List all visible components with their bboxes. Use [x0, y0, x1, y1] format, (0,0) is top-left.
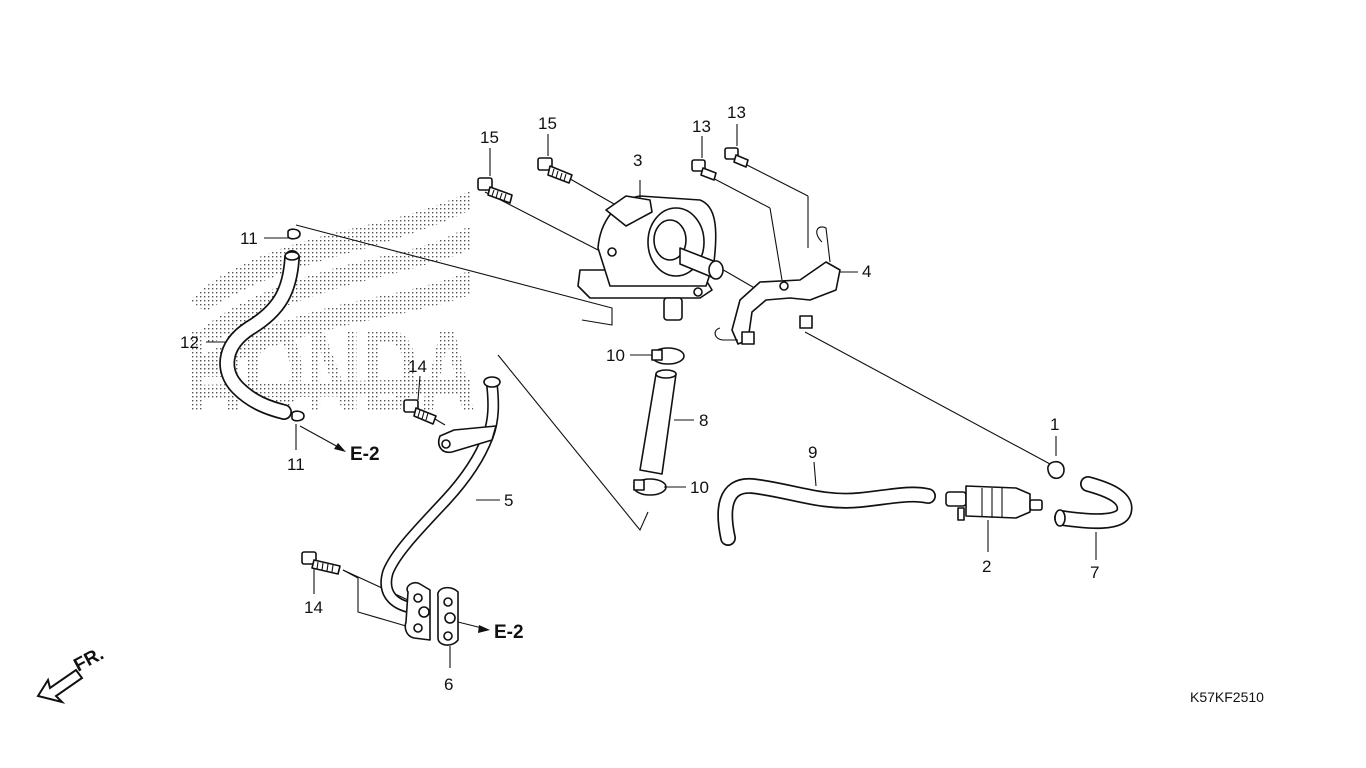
callout-3: 3: [633, 151, 642, 170]
front-arrow-icon: FR.: [36, 644, 107, 704]
bolt-14-upper: [403, 399, 437, 425]
callout-12: 12: [180, 333, 199, 352]
callout-9: 9: [808, 443, 817, 462]
hose-8: [639, 369, 677, 475]
callout-13-left: 13: [692, 117, 711, 136]
callout-14-lower: 14: [304, 598, 323, 617]
callout-2: 2: [982, 557, 991, 576]
hose-7: [1054, 476, 1133, 530]
bracket-4: [714, 226, 841, 345]
hose-9: [717, 477, 936, 546]
pipe-5: [380, 376, 501, 614]
callout-10-top: 10: [606, 346, 625, 365]
clamp-10-top: [651, 347, 685, 365]
clip-1: [1047, 460, 1065, 480]
callout-7: 7: [1090, 563, 1099, 582]
callout-11-top: 11: [240, 229, 258, 248]
clip-11-bottom: [291, 410, 305, 422]
air-injection-valve-3: [577, 195, 724, 321]
callout-13-right: 13: [727, 103, 746, 122]
reed-valve-2: [945, 485, 1043, 521]
callout-ticks: [206, 124, 1097, 668]
honda-wing-watermark: HONDA: [186, 190, 476, 438]
ref-arrow-lower: [457, 621, 490, 633]
clip-11-top: [287, 228, 301, 240]
callout-5: 5: [504, 491, 513, 510]
bolt-15-right: [537, 157, 573, 184]
clamp-10-bottom: [633, 478, 667, 496]
bolt-15-left: [477, 177, 513, 204]
bolt-13-left: [691, 159, 717, 181]
callout-labels: 1 2 3 4 5 6 7 8 9 10 10 11 11 12 13 13 1…: [180, 103, 1099, 694]
callout-14-upper: 14: [408, 357, 427, 376]
bolt-13-right: [724, 147, 749, 168]
ref-e2-upper: E-2: [350, 444, 380, 465]
ref-arrow-upper: [299, 425, 346, 452]
hose-12: [219, 250, 300, 420]
ref-e2-lower: E-2: [494, 622, 524, 643]
callout-4: 4: [862, 262, 871, 281]
callout-8: 8: [699, 411, 708, 430]
callout-15-right: 15: [538, 114, 557, 133]
diagram-code: K57KF2510: [1190, 689, 1264, 705]
flange-6: [404, 581, 459, 646]
callout-11-bottom: 11: [287, 455, 305, 474]
callout-6: 6: [444, 675, 453, 694]
bolt-14-lower: [301, 551, 341, 575]
callout-1: 1: [1050, 415, 1059, 434]
callout-15-left: 15: [480, 128, 499, 147]
callout-10-bottom: 10: [690, 478, 709, 497]
